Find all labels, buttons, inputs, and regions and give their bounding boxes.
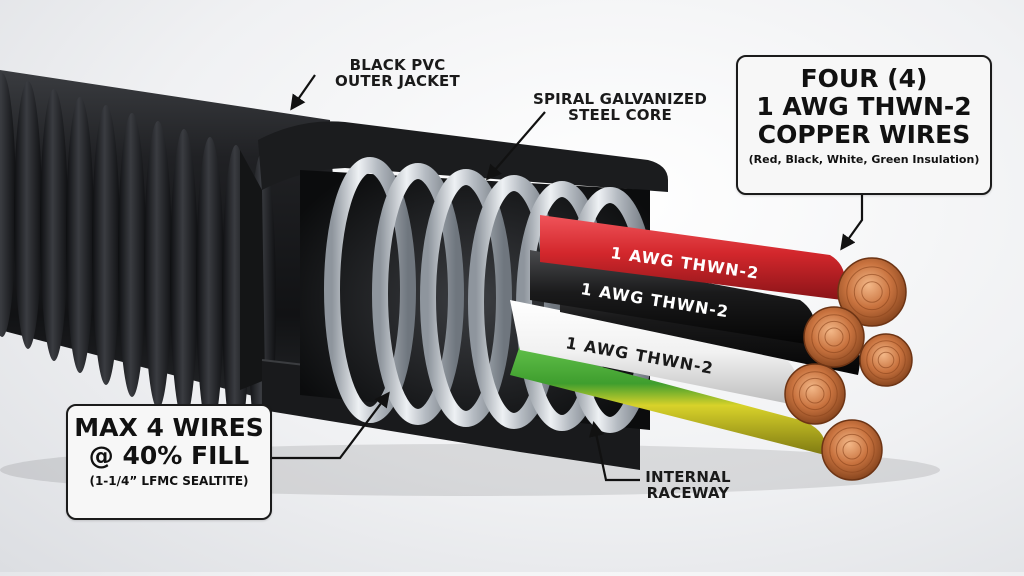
copper-strand-ring (798, 377, 832, 411)
label-raceway: INTERNAL RACEWAY (638, 468, 738, 502)
jacket-rib (40, 89, 68, 361)
jacket-rib (66, 97, 94, 373)
wire-bundle: 1 AWG THWN-2 1 AWG THWN-2 1 AWG THWN-2 (510, 215, 913, 481)
copper-strand-ring (811, 314, 857, 360)
wire-red (540, 215, 846, 300)
label-jacket: BLACK PVC OUTER JACKET (330, 56, 465, 90)
copper-strand-ring (817, 320, 851, 354)
copper-strand-ring (877, 351, 895, 369)
label-raceway-line2: RACEWAY (646, 483, 730, 502)
leader-wires (840, 190, 864, 251)
jacket-rib (92, 105, 120, 385)
steel-coil (372, 163, 464, 425)
callout-wires-note: (Red, Black, White, Green Insulation) (748, 153, 980, 166)
callout-wires-line1: FOUR (4) (800, 64, 928, 93)
jacket-rib (196, 137, 224, 433)
copper-strand-ring (835, 433, 869, 467)
copper-strand-end (859, 333, 913, 387)
copper-strand-end (837, 257, 907, 327)
wire-white (510, 300, 798, 405)
copper-strand-ring (805, 384, 825, 404)
copper-strand-end (784, 363, 846, 425)
leader-core (485, 111, 546, 181)
copper-strand-ring (846, 266, 898, 318)
jacket-rib (0, 73, 16, 337)
jacket-corrugation (0, 73, 276, 457)
copper-strand-ring (829, 427, 875, 473)
leader-jacket (290, 74, 316, 111)
leader-fill (270, 391, 390, 460)
callout-fill: MAX 4 WIRES @ 40% FILL (1-1/4” LFMC SEAL… (66, 404, 272, 520)
leader-raceway (589, 420, 640, 482)
wire-black (530, 250, 816, 345)
jacket-rib (144, 121, 172, 409)
jacket-rib (118, 113, 146, 397)
steel-coil (420, 169, 512, 427)
jacket-rib (170, 129, 198, 421)
label-jacket-line2: OUTER JACKET (335, 71, 460, 90)
label-core-line2: STEEL CORE (568, 105, 672, 124)
copper-strand-ring (861, 281, 883, 303)
wire-green (510, 345, 826, 455)
callout-wires-line3: COPPER WIRES (757, 120, 971, 149)
copper-strand-ring (842, 440, 862, 460)
copper-strand-ring (792, 371, 838, 417)
callout-wires: FOUR (4) 1 AWG THWN-2 COPPER WIRES (Red,… (736, 55, 992, 195)
label-core: SPIRAL GALVANIZED STEEL CORE (530, 90, 710, 124)
label-jacket-line1: BLACK PVC (349, 56, 446, 74)
copper-strand-end (803, 306, 865, 368)
steel-coil (324, 157, 416, 423)
callout-fill-line1: MAX 4 WIRES (74, 413, 264, 442)
copper-strand-ring (824, 327, 844, 347)
label-raceway-line1: INTERNAL (645, 468, 731, 486)
callout-fill-line2: @ 40% FILL (88, 441, 250, 470)
copper-strand-ring (871, 345, 901, 375)
copper-strand-ring (853, 273, 891, 311)
label-core-line1: SPIRAL GALVANIZED (532, 90, 708, 108)
callout-wires-line2: 1 AWG THWN-2 (756, 92, 972, 121)
callout-fill-note: (1-1/4” LFMC SEALTITE) (89, 474, 249, 488)
leader-lines (270, 74, 864, 482)
copper-strand-end (821, 419, 883, 481)
copper-strand-ring (866, 340, 906, 380)
jacket-rib (14, 81, 42, 349)
